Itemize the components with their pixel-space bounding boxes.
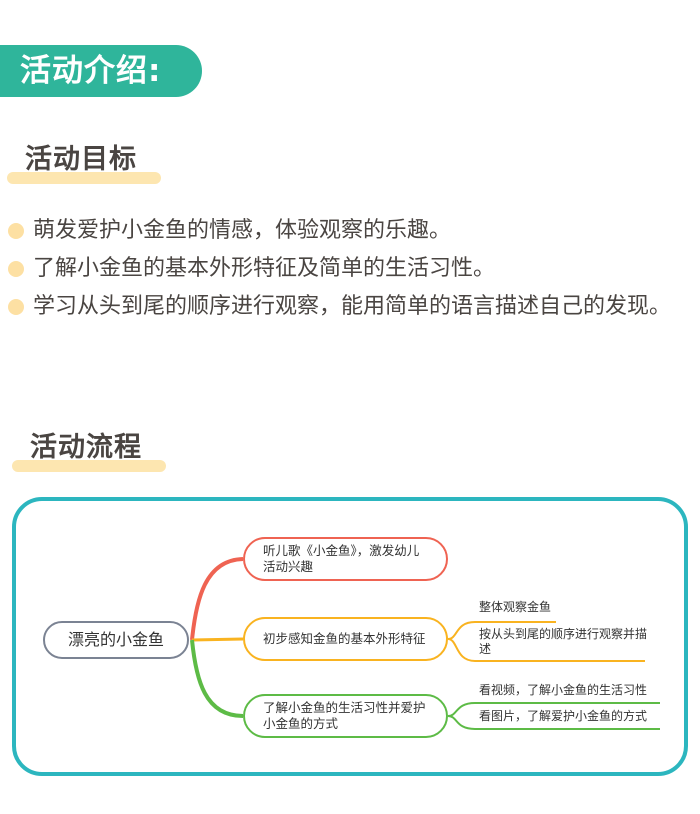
title-highlight [7, 172, 161, 184]
goal-text: 萌发爱护小金鱼的情感，体验观察的乐趣。 [33, 218, 452, 243]
goal-text: 了解小金鱼的基本外形特征及简单的生活习性。 [33, 256, 496, 281]
mindmap-leaf: 整体观察金鱼 [479, 600, 552, 614]
mindmap-branch-node: 听儿歌《小金鱼》，激发幼儿活动兴趣 [243, 537, 448, 581]
intro-banner: 活动介绍: [0, 45, 202, 97]
mindmap-leaf: 看图片，了解爱护小金鱼的方式 [479, 709, 648, 723]
mindmap-leaf: 按从头到尾的顺序进行观察并描述 [479, 627, 648, 656]
goal-text: 学习从头到尾的顺序进行观察，能用简单的语言描述自己的发现。 [33, 294, 672, 319]
mindmap-branch-node: 初步感知金鱼的基本外形特征 [243, 617, 448, 661]
goal-item: 萌发爱护小金鱼的情感，体验观察的乐趣。 [8, 212, 698, 250]
bullet-dot-icon [8, 261, 24, 277]
goal-list: 萌发爱护小金鱼的情感，体验观察的乐趣。 了解小金鱼的基本外形特征及简单的生活习性… [8, 212, 698, 326]
mindmap-root-node: 漂亮的小金鱼 [43, 621, 189, 659]
bullet-dot-icon [8, 223, 24, 239]
branch-label: 初步感知金鱼的基本外形特征 [263, 631, 426, 646]
title-highlight [12, 460, 166, 472]
bullet-dot-icon [8, 299, 24, 315]
goal-item: 学习从头到尾的顺序进行观察，能用简单的语言描述自己的发现。 [8, 288, 698, 326]
section-title-flow: 活动流程 [12, 428, 166, 474]
mindmap-branch-node: 了解小金鱼的生活习性并爱护小金鱼的方式 [243, 694, 448, 738]
branch-label: 听儿歌《小金鱼》，激发幼儿活动兴趣 [263, 543, 420, 574]
flow-title-text: 活动流程 [30, 432, 142, 463]
branch-label: 了解小金鱼的生活习性并爱护小金鱼的方式 [263, 700, 426, 731]
mindmap-leaf: 看视频，了解小金鱼的生活习性 [479, 683, 648, 697]
goals-title-text: 活动目标 [25, 144, 137, 175]
root-label: 漂亮的小金鱼 [67, 630, 164, 649]
section-title-goals: 活动目标 [7, 140, 161, 186]
goal-item: 了解小金鱼的基本外形特征及简单的生活习性。 [8, 250, 698, 288]
